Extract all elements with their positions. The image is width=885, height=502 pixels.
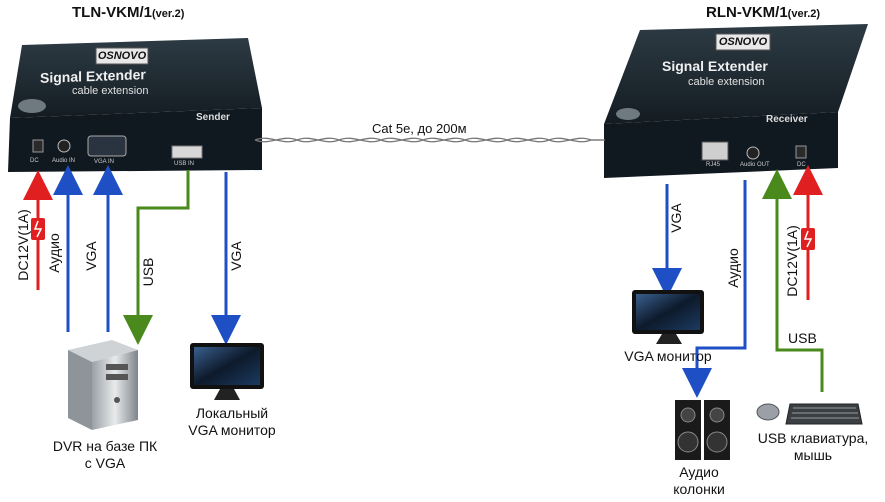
local-monitor-label: Локальный VGA монитор bbox=[172, 405, 292, 439]
dvr-label: DVR на базе ПК с VGA bbox=[40, 438, 170, 472]
receiver-rj45-port bbox=[701, 141, 729, 161]
sender-port-usb: USB IN bbox=[174, 161, 195, 167]
keyboard-mouse-icon bbox=[756, 403, 863, 425]
sender-model: TLN-VKM/1 bbox=[72, 4, 152, 21]
right-audio-arrow bbox=[682, 180, 747, 398]
vga-monitor-icon bbox=[632, 290, 704, 344]
keyboard-label-line2: мышь bbox=[793, 447, 833, 463]
speakers-label: Аудио колонки bbox=[654, 464, 744, 498]
right-usb-arrow bbox=[762, 169, 824, 392]
dvr-label-line1: DVR на базе ПК bbox=[52, 438, 158, 454]
receiver-led-icon bbox=[616, 108, 640, 120]
receiver-port-rj45: RJ45 bbox=[706, 162, 721, 168]
receiver-product-sub: cable extension bbox=[688, 76, 765, 88]
local-monitor-label-line1: Локальный bbox=[195, 405, 269, 421]
receiver-brand: OSNOVO bbox=[718, 36, 768, 48]
receiver-model: RLN-VKM/1 bbox=[706, 4, 788, 21]
receiver-device bbox=[604, 24, 868, 178]
right-power-label: DC12V(1A) bbox=[784, 225, 800, 297]
local-monitor-label-line2: VGA монитор bbox=[188, 422, 276, 438]
sender-role: Sender bbox=[196, 112, 230, 123]
cat5-cable bbox=[254, 137, 605, 143]
sender-dc-port bbox=[32, 139, 44, 153]
receiver-version: (ver.2) bbox=[787, 8, 821, 20]
keyboard-label: USB клавиатура, мышь bbox=[748, 430, 878, 464]
sender-usb-port bbox=[171, 145, 203, 159]
receiver-role: Receiver bbox=[766, 114, 808, 125]
left-usb-arrow bbox=[123, 170, 190, 345]
receiver-audio-port bbox=[746, 146, 760, 160]
right-usb-label: USB bbox=[788, 330, 817, 346]
speakers-icon bbox=[675, 400, 730, 460]
left-power-label: DC12V(1A) bbox=[15, 209, 31, 281]
cable-label: Cat 5e, до 200м bbox=[372, 121, 467, 136]
sender-title: TLN-VKM/1(ver.2) bbox=[72, 4, 184, 21]
left-usb-label: USB bbox=[140, 257, 156, 287]
sender-port-audio: Audio IN bbox=[52, 158, 76, 164]
receiver-product: Signal Extender bbox=[662, 58, 768, 74]
left-vga-in-label: VGA bbox=[83, 241, 99, 271]
left-vga-out-label: VGA bbox=[228, 241, 244, 271]
sender-port-dc: DC bbox=[30, 158, 39, 164]
receiver-brand-badge bbox=[715, 33, 771, 51]
sender-led-icon bbox=[18, 99, 46, 113]
receiver-port-dc: DC bbox=[797, 162, 806, 168]
pc-tower-icon bbox=[68, 340, 138, 430]
sender-vga-port bbox=[87, 135, 127, 157]
receiver-port-audio: Audio OUT bbox=[740, 162, 770, 168]
sender-port-vga: VGA IN bbox=[94, 159, 115, 165]
sender-brand: OSNOVO bbox=[97, 50, 147, 62]
right-vga-label: VGA bbox=[668, 203, 684, 233]
keyboard-label-line1: USB клавиатура, bbox=[757, 430, 869, 446]
speakers-label-line1: Аудио bbox=[679, 464, 719, 480]
receiver-title: RLN-VKM/1(ver.2) bbox=[706, 4, 820, 21]
vga-monitor-label: VGA монитор bbox=[624, 348, 712, 364]
left-audio-label: Аудио bbox=[46, 233, 62, 273]
sender-product-sub: cable extension bbox=[72, 85, 149, 97]
right-audio-label: Аудио bbox=[725, 248, 741, 288]
speakers-label-line2: колонки bbox=[673, 481, 725, 497]
sender-audio-port bbox=[57, 139, 71, 153]
sender-brand-badge bbox=[95, 47, 149, 65]
receiver-dc-port bbox=[795, 145, 807, 159]
sender-device bbox=[8, 38, 262, 172]
local-monitor-icon bbox=[190, 343, 264, 400]
dvr-label-line2: с VGA bbox=[84, 455, 126, 471]
sender-version: (ver.2) bbox=[152, 8, 185, 20]
